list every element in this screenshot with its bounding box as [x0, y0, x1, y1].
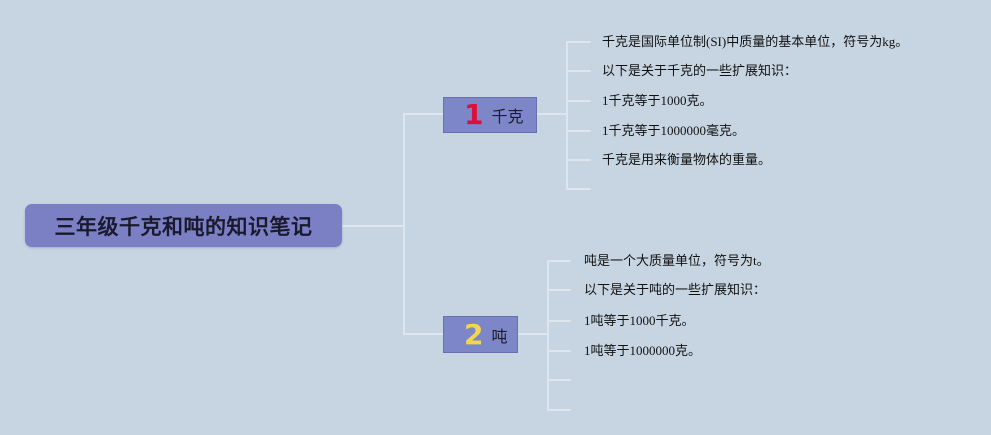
branch-kilogram[interactable]: 1 千克	[443, 97, 537, 133]
leaf-kilogram-grams[interactable]: 1千克等于1000克。	[602, 93, 713, 108]
leaf-ton-definition[interactable]: 吨是一个大质量单位，符号为t。	[584, 253, 770, 268]
leaf-ton-grams[interactable]: 1吨等于1000000克。	[584, 343, 702, 358]
branch-number-badge: 1	[464, 98, 484, 131]
leaf-kilogram-milligrams[interactable]: 1千克等于1000000毫克。	[602, 123, 746, 138]
leaf-kilogram-definition[interactable]: 千克是国际单位制(SI)中质量的基本单位，符号为kg。	[602, 34, 909, 49]
connector-branch-1-trunk	[536, 41, 568, 190]
branch-ton[interactable]: 2 吨	[443, 316, 518, 353]
root-topic[interactable]: 三年级千克和吨的知识笔记	[25, 204, 342, 247]
leaf-kilogram-usage[interactable]: 千克是用来衡量物体的重量。	[602, 152, 772, 167]
leaf-kilogram-intro[interactable]: 以下是关于千克的一些扩展知识：	[602, 63, 798, 78]
root-title: 三年级千克和吨的知识笔记	[54, 214, 313, 239]
leaf-ton-kilograms[interactable]: 1吨等于1000千克。	[584, 313, 695, 328]
branch-number-badge: 2	[464, 317, 484, 351]
branch-label: 千克	[491, 107, 524, 126]
branch-label: 吨	[491, 326, 508, 346]
leaf-ton-intro[interactable]: 以下是关于吨的一些扩展知识：	[584, 282, 767, 297]
connector-branch-2-trunk	[517, 260, 549, 411]
